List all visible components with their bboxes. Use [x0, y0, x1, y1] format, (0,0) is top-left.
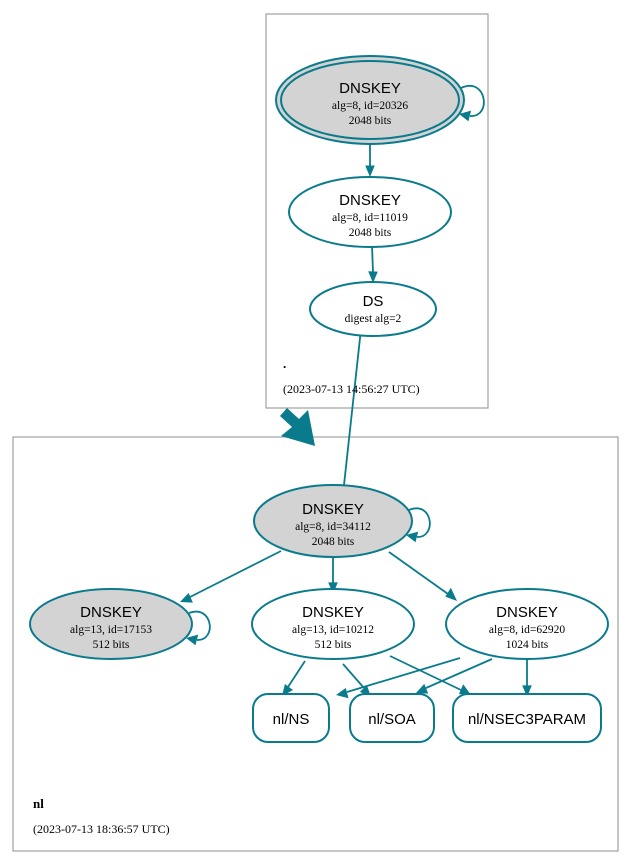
- record-label: nl/NS: [273, 711, 310, 728]
- node-line3: 1024 bits: [506, 639, 549, 651]
- edge-dnskey-10212-to-nl-nsec3param: [389, 655, 471, 695]
- node-outline: [251, 588, 415, 660]
- node-outline: [29, 588, 193, 660]
- node-line2: alg=13, id=17153: [70, 624, 152, 636]
- zone-box-root: [265, 13, 489, 409]
- self-loop-20326: [459, 85, 485, 122]
- self-loop-17153: [186, 610, 211, 646]
- edge-dnskey-10212-to-nl-ns: [282, 660, 306, 696]
- node-title: DNSKEY: [339, 192, 401, 209]
- record-outline: [452, 693, 602, 743]
- node-dnskey-20326[interactable]: DNSKEY alg=8, id=20326 2048 bits: [275, 55, 485, 145]
- zone-label-nl: nl: [33, 796, 44, 811]
- zone-box-nl: [12, 436, 619, 852]
- node-line3: 512 bits: [93, 639, 130, 651]
- record-label: nl/SOA: [368, 711, 416, 728]
- record-outline: [252, 693, 330, 743]
- node-dnskey-17153[interactable]: DNSKEY alg=13, id=17153 512 bits: [29, 588, 211, 660]
- node-outline: [288, 176, 452, 248]
- edge-root-ds-to-nl-ksk: [336, 328, 362, 496]
- node-outline: [253, 484, 413, 558]
- record-nl-soa[interactable]: nl/SOA: [349, 693, 435, 743]
- node-line2: alg=13, id=10212: [292, 624, 374, 636]
- node-title: DNSKEY: [80, 604, 142, 621]
- node-line2: digest alg=2: [345, 313, 402, 325]
- node-title: DNSKEY: [496, 604, 558, 621]
- edge-nl-ksk-to-dnskey-62920: [388, 551, 457, 601]
- zone-label-root: .: [283, 356, 286, 371]
- edge-nl-ksk-to-dnskey-17153: [180, 550, 282, 603]
- node-dnskey-62920[interactable]: DNSKEY alg=8, id=62920 1024 bits: [445, 588, 609, 660]
- node-dnskey-34112[interactable]: DNSKEY alg=8, id=34112 2048 bits: [253, 484, 431, 558]
- edge-dnskey-62920-to-nl-nsec3param: [522, 659, 532, 697]
- node-title: DS: [363, 293, 384, 310]
- node-title: DNSKEY: [302, 604, 364, 621]
- node-line2: alg=8, id=20326: [332, 100, 408, 112]
- node-title: DNSKEY: [302, 501, 364, 518]
- node-line3: 2048 bits: [312, 536, 355, 548]
- zone-timestamp-nl: (2023-07-13 18:36:57 UTC): [33, 822, 170, 836]
- edge-zone-delegation-root-to-nl: [280, 408, 315, 446]
- node-outline-inner: [280, 60, 460, 140]
- edge-dnskey-62920-to-nl-soa: [416, 658, 493, 694]
- edge-dnskey-62920-to-nl-ns: [336, 657, 461, 699]
- node-line2: alg=8, id=62920: [489, 624, 565, 636]
- node-line3: 2048 bits: [349, 227, 392, 239]
- node-outline: [309, 281, 437, 337]
- record-nl-nsec3param[interactable]: nl/NSEC3PARAM: [452, 693, 602, 743]
- edge-root-zsk-to-root-ds: [368, 245, 378, 283]
- record-outline: [349, 693, 435, 743]
- node-ds-digest-alg-2[interactable]: DS digest alg=2: [309, 281, 437, 337]
- node-dnskey-11019[interactable]: DNSKEY alg=8, id=11019 2048 bits: [288, 176, 452, 248]
- record-nl-ns[interactable]: nl/NS: [252, 693, 330, 743]
- node-outline: [445, 588, 609, 660]
- node-line2: alg=8, id=34112: [295, 521, 371, 533]
- node-line3: 2048 bits: [349, 115, 392, 127]
- record-label: nl/NSEC3PARAM: [468, 711, 586, 728]
- node-line3: 512 bits: [315, 639, 352, 651]
- node-line2: alg=8, id=11019: [332, 212, 408, 224]
- node-title: DNSKEY: [339, 80, 401, 97]
- node-dnskey-10212[interactable]: DNSKEY alg=13, id=10212 512 bits: [251, 588, 415, 660]
- self-loop-34112: [406, 507, 431, 543]
- zone-timestamp-root: (2023-07-13 14:56:27 UTC): [283, 382, 420, 396]
